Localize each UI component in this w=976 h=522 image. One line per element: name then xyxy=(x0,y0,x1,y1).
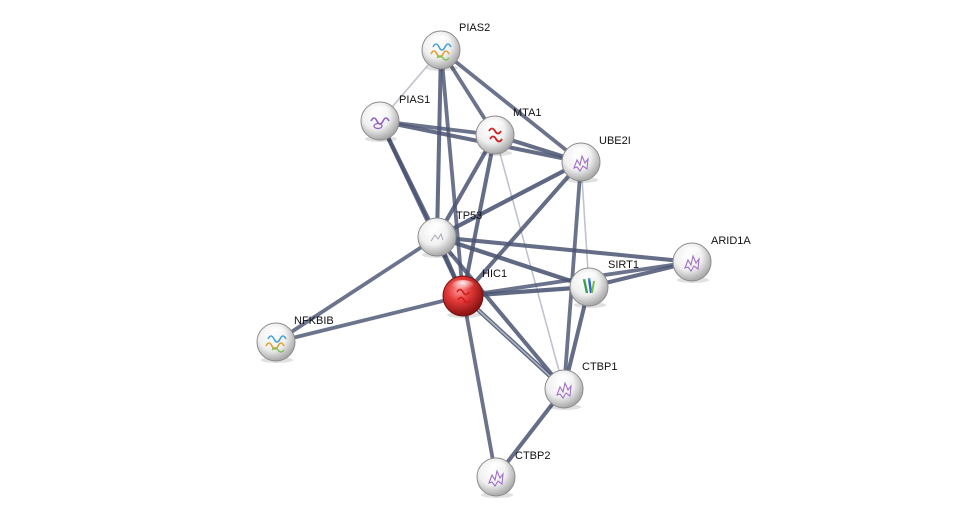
edge-pias2-hic1[interactable] xyxy=(439,48,465,298)
node-label: ARID1A xyxy=(711,235,751,247)
edge-pias2-ube2i[interactable] xyxy=(439,48,583,164)
structure-glyph xyxy=(488,469,504,487)
edge-mta1-tp53[interactable] xyxy=(434,132,498,240)
node-pias2[interactable]: PIAS2 xyxy=(421,22,490,71)
node-label: CTBP1 xyxy=(582,361,617,373)
node-highlight xyxy=(680,246,704,261)
node-label: PIAS1 xyxy=(399,94,430,106)
structure-glyph xyxy=(457,296,471,304)
structure-glyph xyxy=(436,55,450,61)
edge-pias2-tp53[interactable] xyxy=(434,47,444,240)
edge-tp53-nfkbib[interactable] xyxy=(274,235,439,344)
edge-ube2i-ctbp1[interactable] xyxy=(562,160,583,391)
node-label: CTBP2 xyxy=(515,450,550,462)
node-highlight xyxy=(483,119,507,134)
node-highlight xyxy=(484,461,508,476)
node-highlight xyxy=(569,146,593,161)
node-label: SIRT1 xyxy=(608,259,639,271)
structure-glyph xyxy=(556,381,572,399)
edge-tp53-sirt1[interactable] xyxy=(434,234,592,290)
node-tp53[interactable]: TP53 xyxy=(417,210,482,258)
edge-ube2i-tp53[interactable] xyxy=(434,159,584,240)
node-highlight xyxy=(552,373,576,388)
edge-ube2i-hic1[interactable] xyxy=(460,159,584,299)
node-label: TP53 xyxy=(456,210,482,222)
node-label: PIAS2 xyxy=(459,22,490,34)
node-highlight xyxy=(450,280,476,294)
node-highlight xyxy=(264,326,288,341)
node-highlight xyxy=(429,34,453,49)
edge-hic1-nfkbib[interactable] xyxy=(274,294,465,344)
edge-ube2i-sirt1[interactable] xyxy=(580,161,590,288)
node-sirt1[interactable]: SIRT1 xyxy=(569,259,639,308)
edge-mta1-ctbp1[interactable] xyxy=(494,134,565,390)
edge-hic1-ctbp1[interactable] xyxy=(462,295,565,390)
structure-glyph xyxy=(373,122,383,130)
edge-tp53-arid1a[interactable] xyxy=(434,234,695,265)
edge-tp53-ctbp1[interactable] xyxy=(434,234,567,392)
node-ctbp1[interactable]: CTBP1 xyxy=(544,361,617,410)
node-label: HIC1 xyxy=(482,268,507,280)
node-highlight xyxy=(425,221,449,236)
node-highlight xyxy=(577,271,601,286)
node-pias1[interactable]: PIAS1 xyxy=(360,94,430,142)
edge-hic1-ctbp2[interactable] xyxy=(461,294,498,479)
structure-glyph xyxy=(684,254,700,272)
structure-glyph xyxy=(489,135,503,143)
node-arid1a[interactable]: ARID1A xyxy=(672,235,751,283)
node-label: NFKBIB xyxy=(294,315,334,327)
structure-glyph xyxy=(573,154,589,172)
node-mta1[interactable]: MTA1 xyxy=(475,107,542,156)
structure-glyph xyxy=(430,50,450,58)
structure-glyph xyxy=(430,232,444,242)
node-hic1[interactable]: HIC1 xyxy=(442,268,507,318)
structure-glyph xyxy=(271,347,285,353)
node-ctbp2[interactable]: CTBP2 xyxy=(476,450,550,498)
node-nfkbib[interactable]: NFKBIB xyxy=(256,315,334,363)
node-label: MTA1 xyxy=(513,107,542,119)
node-label: UBE2I xyxy=(599,135,631,147)
node-highlight xyxy=(368,105,392,120)
structure-glyph xyxy=(265,342,285,350)
node-ube2i[interactable]: UBE2I xyxy=(561,135,631,183)
